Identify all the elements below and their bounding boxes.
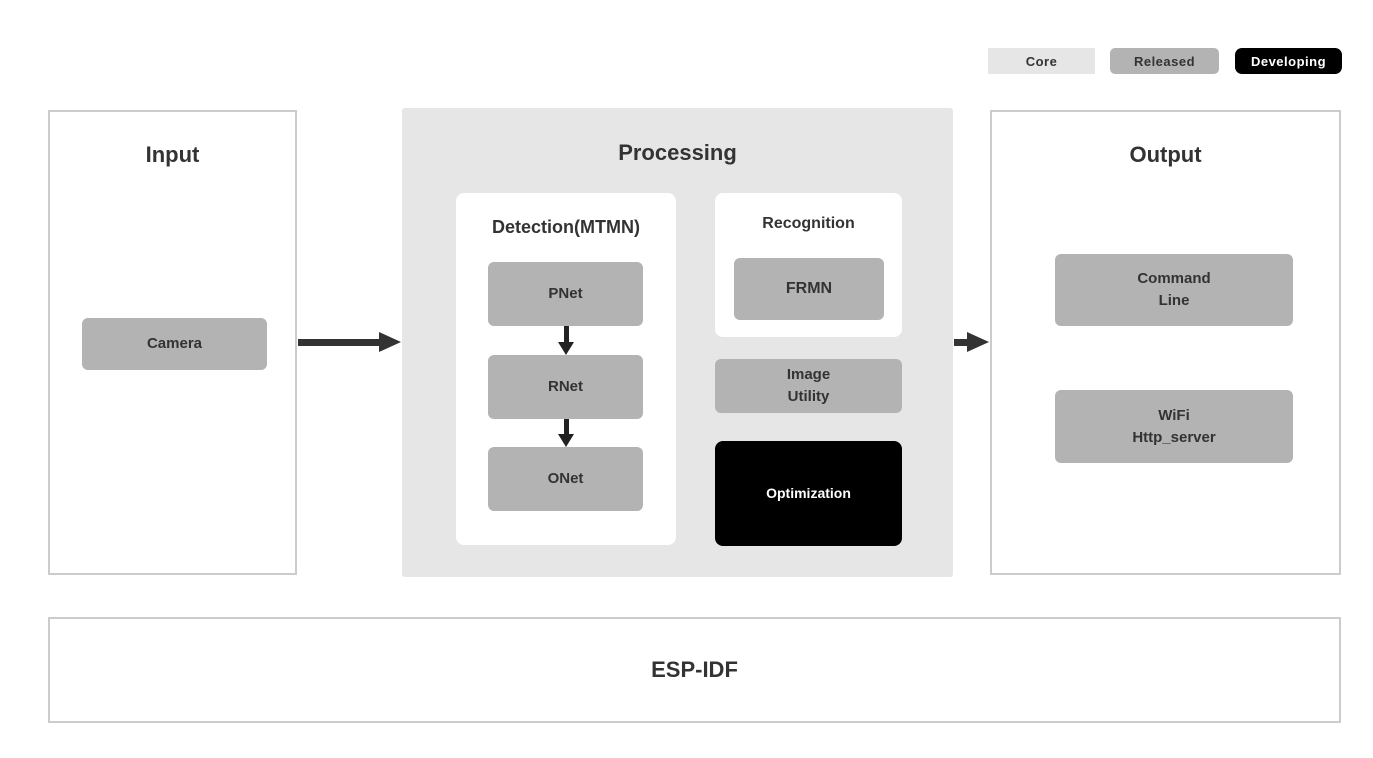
arrow-shaft xyxy=(563,419,569,434)
onet-node: ONet xyxy=(488,447,643,511)
arrow-shaft xyxy=(563,326,569,342)
command-line-node: Command Line xyxy=(1055,254,1293,326)
arrow-head xyxy=(967,332,989,352)
arrow-head xyxy=(558,342,574,355)
pnet-node: PNet xyxy=(488,262,643,326)
processing-panel: Processing Detection(MTMN) PNet RNet ONe… xyxy=(402,108,953,577)
image-utility-node: Image Utility xyxy=(715,359,902,413)
arrow-shaft xyxy=(954,338,967,346)
output-panel: Output Command Line WiFi Http_server xyxy=(990,110,1341,575)
input-to-processing-arrow-icon xyxy=(298,331,401,353)
processing-to-output-arrow-icon xyxy=(954,331,989,353)
input-panel: Input Camera xyxy=(48,110,297,575)
pnet-to-rnet-arrow-icon xyxy=(557,326,575,355)
arrow-head xyxy=(379,332,401,352)
output-panel-title: Output xyxy=(1129,142,1202,167)
camera-node: Camera xyxy=(82,318,267,370)
arrow-head xyxy=(558,434,574,447)
detection-subpanel: Detection(MTMN) PNet RNet ONet xyxy=(456,193,676,545)
legend-released-label: Released xyxy=(1133,53,1196,69)
input-panel-title: Input xyxy=(145,142,200,167)
optimization-node: Optimization xyxy=(715,441,902,546)
rnet-node: RNet xyxy=(488,355,643,419)
legend-released: Released xyxy=(1110,48,1219,74)
legend-developing: Developing xyxy=(1235,48,1342,74)
recognition-title: Recognition xyxy=(762,215,855,232)
frmn-node: FRMN xyxy=(734,258,884,320)
wifi-http-server-node: WiFi Http_server xyxy=(1055,390,1293,463)
recognition-subpanel: Recognition FRMN xyxy=(715,193,902,337)
esp-idf-panel: ESP-IDF xyxy=(48,617,1341,723)
detection-title: Detection(MTMN) xyxy=(492,217,640,237)
legend-core-label: Core xyxy=(1025,53,1058,69)
processing-panel-title: Processing xyxy=(618,140,737,165)
legend-developing-label: Developing xyxy=(1250,53,1327,69)
rnet-to-onet-arrow-icon xyxy=(557,419,575,447)
legend-core: Core xyxy=(988,48,1095,74)
arrow-shaft xyxy=(298,338,379,346)
esp-idf-title: ESP-IDF xyxy=(651,657,738,682)
